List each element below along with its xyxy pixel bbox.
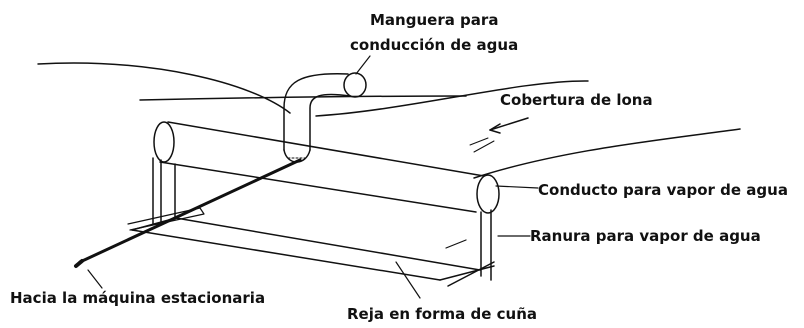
support-legs (152, 157, 492, 281)
engine-rod (74, 158, 302, 268)
steam-pipe-label: Conducto para vapor de agua (538, 181, 788, 199)
hose-label-line2: conducción de agua (350, 36, 519, 54)
wedge-grid-label: Reja en forma de cuña (347, 305, 537, 323)
canvas-cover (37, 62, 741, 179)
canvas-cover-label: Cobertura de lona (500, 91, 653, 109)
steam-slot-label: Ranura para vapor de agua (530, 227, 761, 245)
hose-label-line1: Manguera para (370, 11, 499, 29)
steam-pipe (153, 121, 500, 214)
wedge-grid (127, 207, 495, 287)
engine-label: Hacia la máquina estacionaria (10, 289, 266, 307)
cover-arrow (489, 117, 529, 134)
leader-lines (87, 55, 539, 299)
